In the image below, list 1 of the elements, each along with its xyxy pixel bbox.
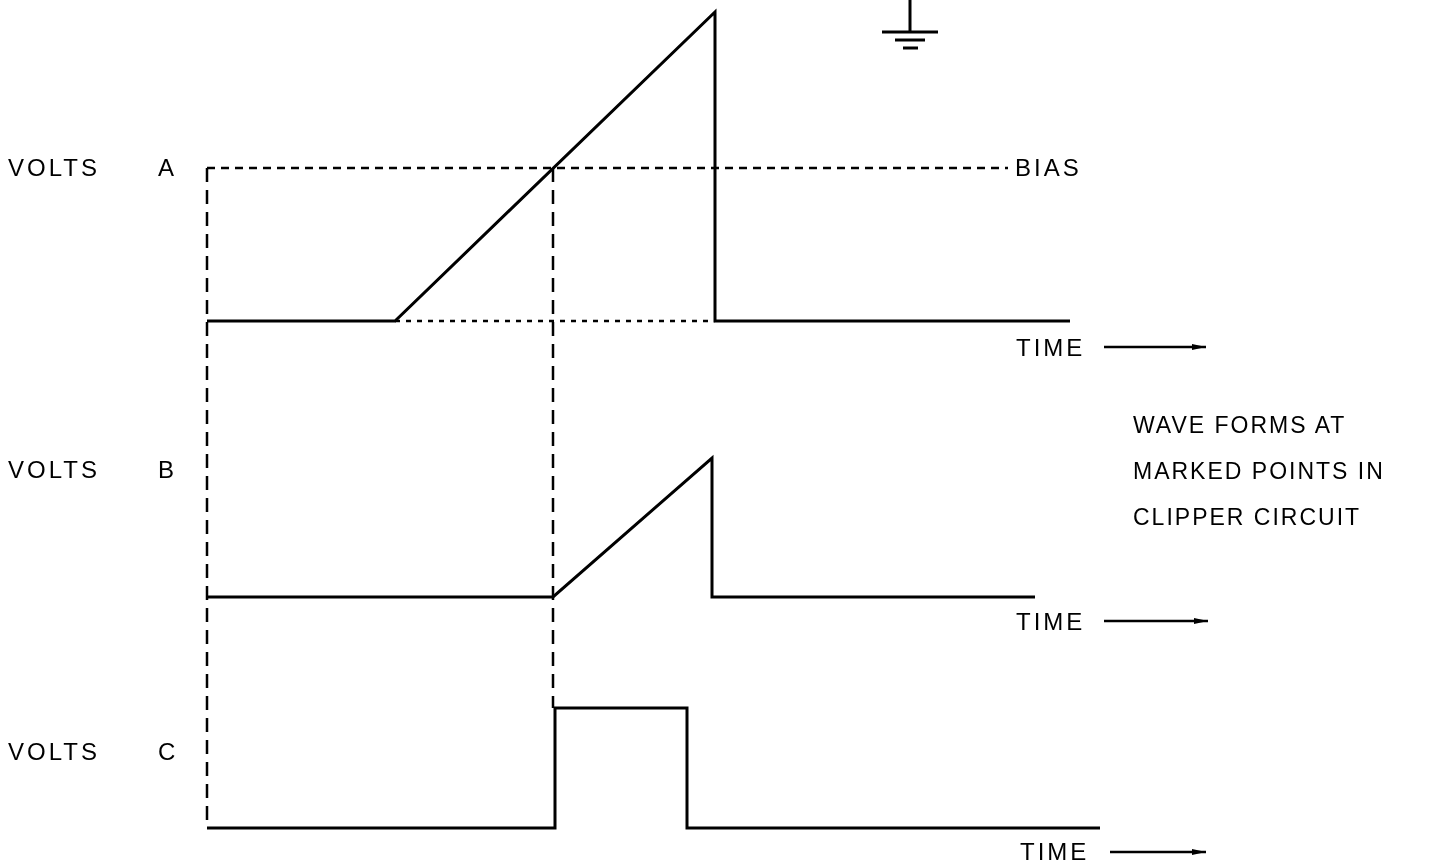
caption: WAVE FORMS AT MARKED POINTS IN CLIPPER CIRCUIT	[1133, 411, 1386, 532]
